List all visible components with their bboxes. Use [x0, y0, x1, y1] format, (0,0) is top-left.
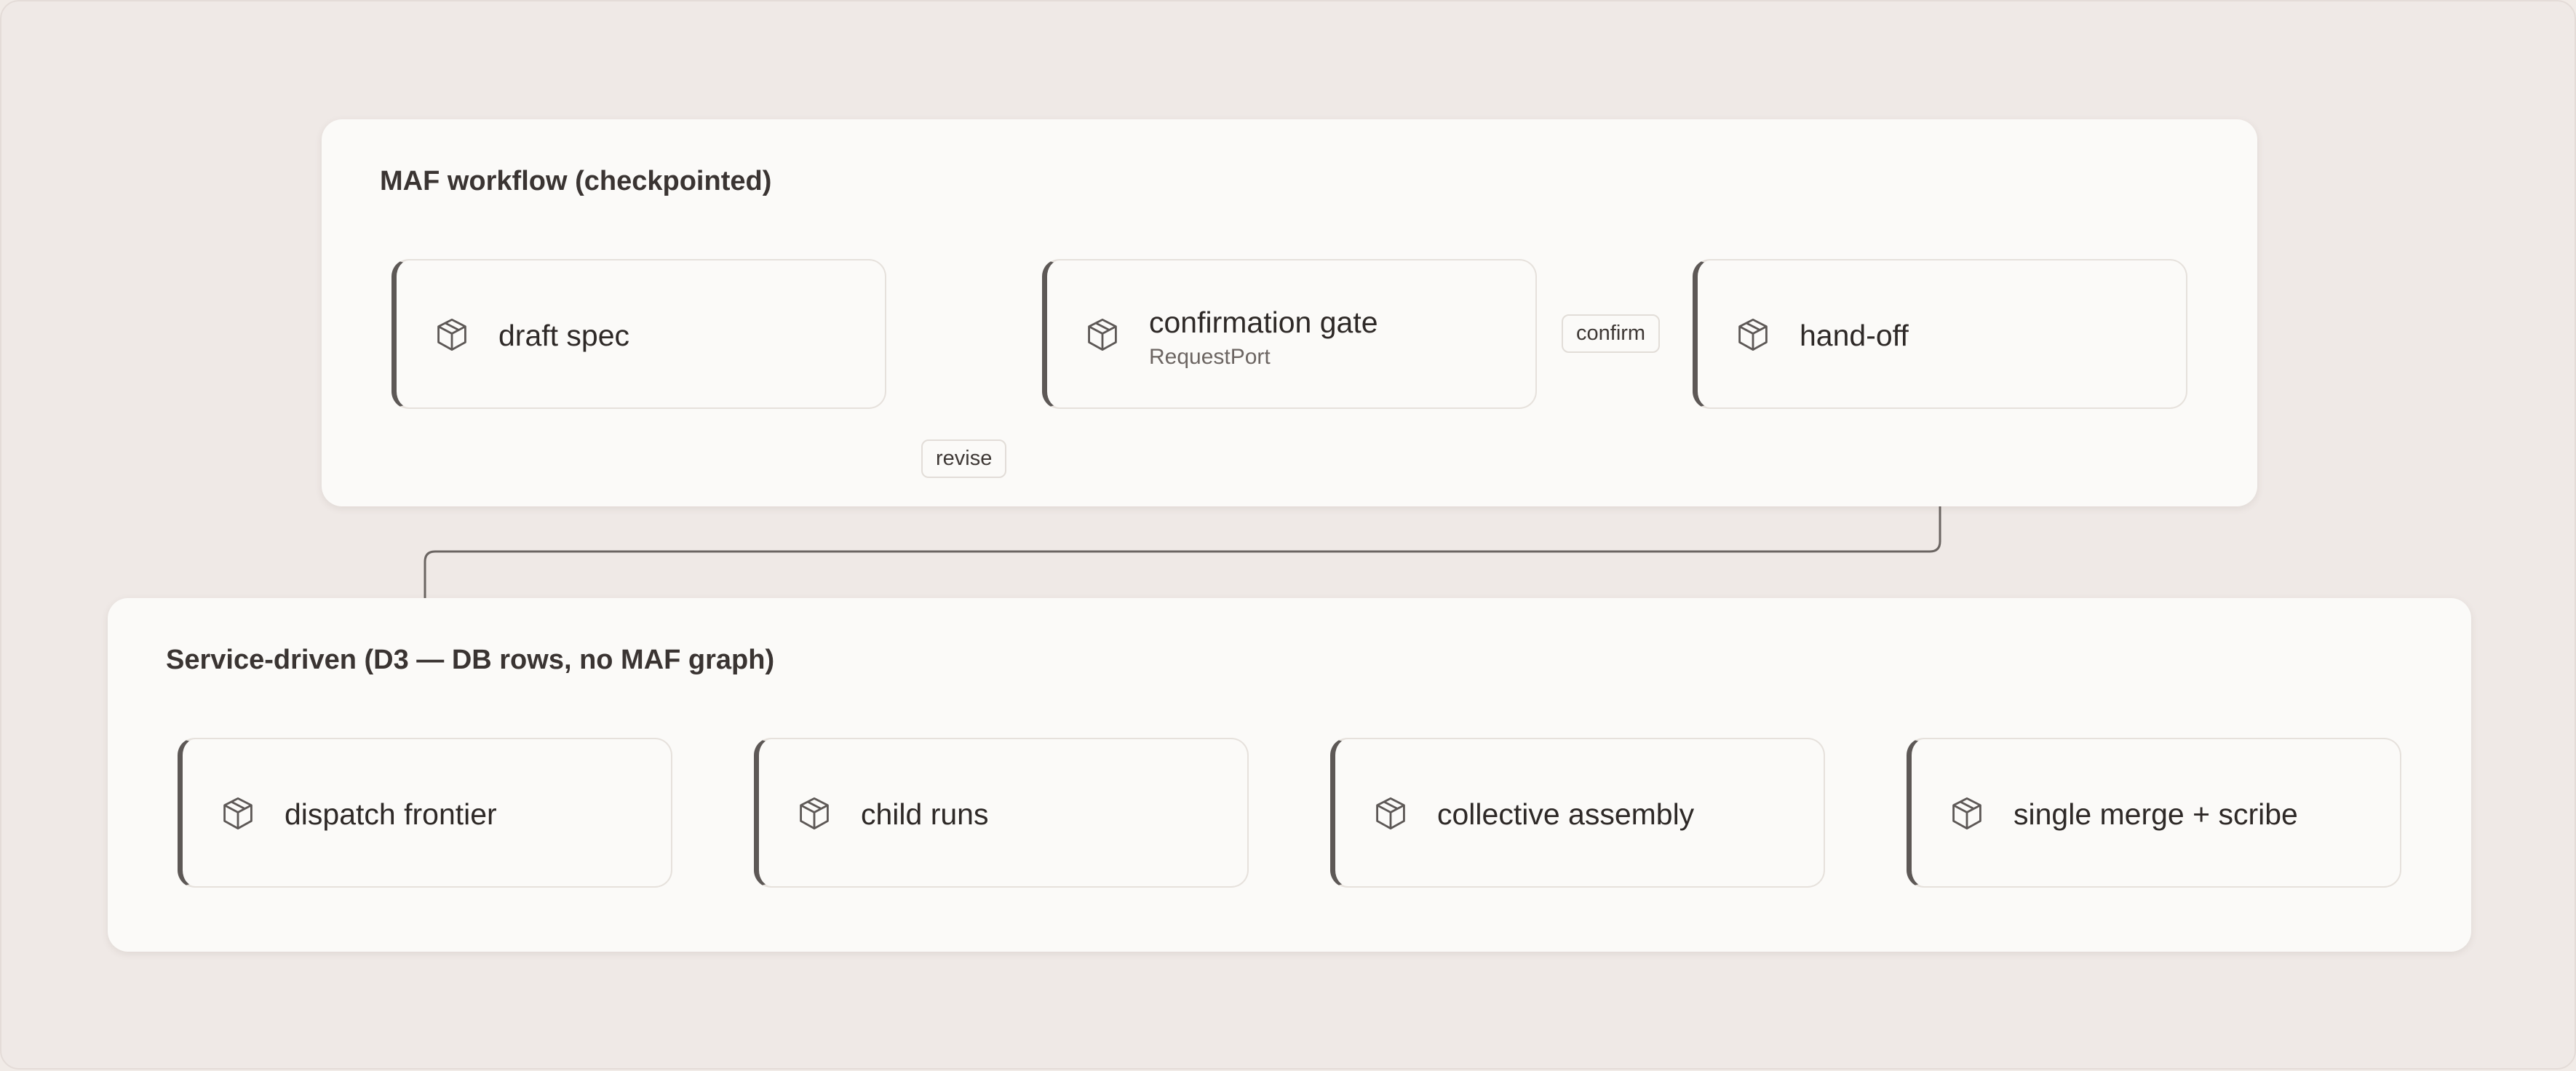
cube-icon	[1372, 795, 1410, 832]
node-hand-off[interactable]: hand-off	[1693, 259, 2187, 409]
node-child-runs[interactable]: child runs	[754, 738, 1249, 888]
maf-workflow-title: MAF workflow (checkpointed)	[380, 166, 772, 196]
node-label: single merge + scribe	[2014, 797, 2298, 831]
node-confirmation-gate[interactable]: confirmation gate RequestPort	[1042, 259, 1537, 409]
service-driven-title: Service-driven (D3 — DB rows, no MAF gra…	[166, 645, 775, 675]
node-label: child runs	[861, 797, 989, 831]
node-label: hand-off	[1800, 319, 1909, 352]
cube-icon	[433, 316, 471, 354]
edge-label-revise: revise	[921, 439, 1007, 478]
node-label: confirmation gate	[1149, 306, 1378, 339]
cube-icon	[1948, 795, 1986, 832]
node-draft-spec[interactable]: draft spec	[391, 259, 886, 409]
node-sublabel: RequestPort	[1149, 345, 1271, 369]
cube-icon	[219, 795, 257, 832]
edge-handoff-to-dispatch	[421, 409, 1941, 737]
node-collective-assembly[interactable]: collective assembly	[1330, 738, 1825, 888]
cube-icon	[1084, 316, 1121, 354]
cube-icon	[795, 795, 833, 832]
cube-icon	[1734, 316, 1772, 354]
node-single-merge-scribe[interactable]: single merge + scribe	[1907, 738, 2401, 888]
node-dispatch-frontier[interactable]: dispatch frontier	[178, 738, 672, 888]
edge-label-confirm: confirm	[1562, 314, 1661, 353]
node-label: dispatch frontier	[285, 797, 497, 831]
node-label: draft spec	[498, 319, 630, 352]
node-label: collective assembly	[1437, 797, 1695, 831]
